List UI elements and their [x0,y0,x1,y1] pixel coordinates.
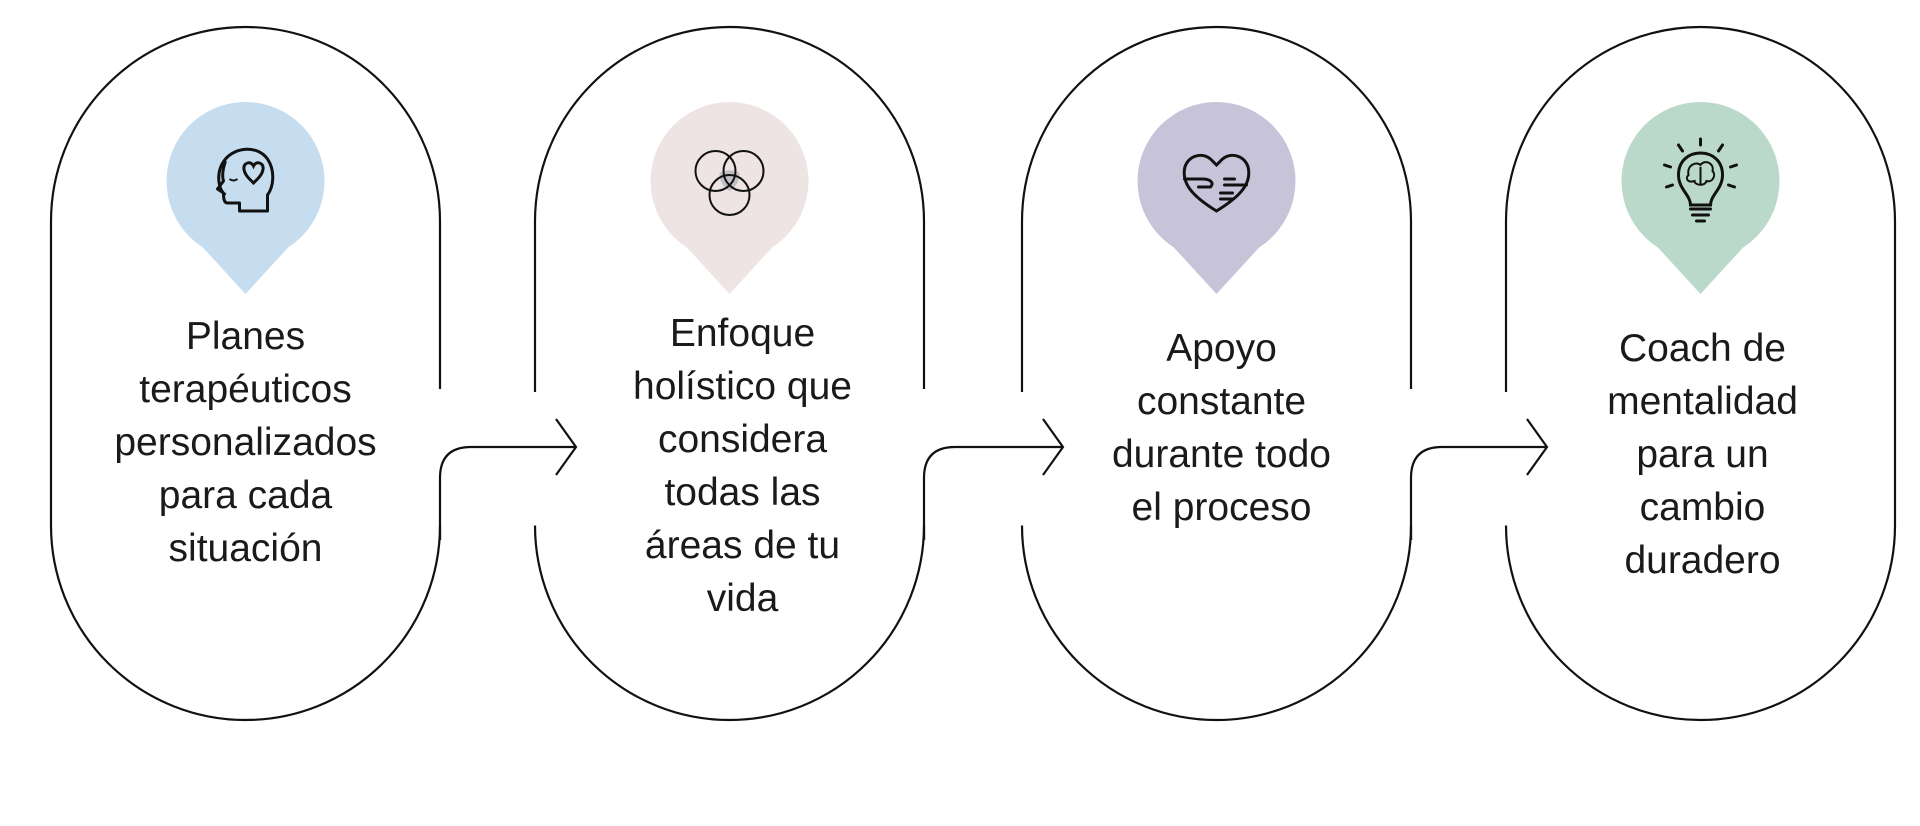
marker-pointer [1173,246,1260,294]
step-2-line: áreas de tu [644,524,841,567]
step-4-card [1504,25,1897,722]
step-1-line: terapéuticos [139,368,352,411]
step-3-card [1020,25,1413,722]
step-1-line: para cada [158,474,333,517]
step-3-line: Apoyo [1166,327,1277,370]
step-3-line: el proceso [1131,486,1312,529]
step-2-line: considera [657,418,828,461]
step-4-line: cambio [1639,486,1766,529]
step-1-line: situación [168,527,323,570]
head-heart-icon [216,147,275,213]
step-3-label: Apoyo constante durante todo el proceso [1027,322,1416,534]
pill-outline [533,25,926,722]
step-1-label: Planes terapéuticos personalizados para … [51,310,440,575]
step-1-card [49,25,442,722]
connector-arrow [1409,418,1549,540]
connector-arrow [922,418,1065,540]
step-4-label: Coach de mentalidad para un cambio durad… [1508,322,1897,587]
step-4-line: duradero [1624,539,1781,582]
step-1-line: personalizados [114,421,377,464]
step-2-line: todas las [664,471,821,514]
pill-outline [49,25,442,722]
marker-pointer [202,246,289,294]
step-1-line: Planes [185,315,306,358]
step-3-line: durante todo [1111,433,1331,476]
step-2-label: Enfoque holístico que considera todas la… [548,307,937,625]
heart-hands-icon [1182,153,1251,213]
step-4-line: Coach de [1619,327,1786,370]
step-2-line: vida [706,577,779,620]
step-2-line: holístico que [633,365,852,408]
marker-pointer [686,246,773,294]
marker-circle [166,102,325,260]
connector-arrow [438,418,578,540]
venn-circles-icon [694,150,765,216]
pill-outline [1504,25,1897,722]
marker-circle [1137,102,1296,260]
lightbulb-brain-icon [1663,137,1738,223]
step-3-line: constante [1136,380,1307,423]
step-2-line: Enfoque [669,312,816,355]
step-4-line: mentalidad [1607,380,1798,423]
step-4-line: para un [1636,433,1769,476]
pill-outline [1020,25,1413,722]
marker-pointer [1657,246,1744,294]
step-2-card [533,25,926,722]
